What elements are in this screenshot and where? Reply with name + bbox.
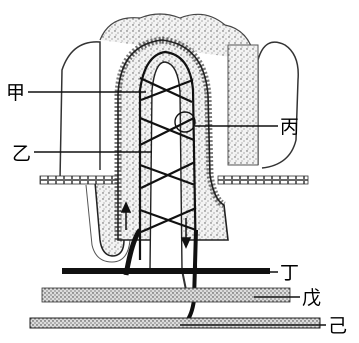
layer-ding bbox=[62, 268, 270, 274]
layer-wu bbox=[42, 288, 290, 302]
label-ding: 丁 bbox=[280, 262, 299, 284]
label-ji: 己 bbox=[328, 315, 347, 337]
central-lacteal bbox=[150, 62, 182, 270]
label-yi: 乙 bbox=[12, 143, 31, 165]
label-wu: 戊 bbox=[302, 287, 321, 309]
label-jia: 甲 bbox=[6, 82, 25, 104]
layer-ji bbox=[30, 318, 320, 328]
bottom-layers bbox=[30, 268, 320, 328]
label-bing: 丙 bbox=[280, 116, 299, 138]
